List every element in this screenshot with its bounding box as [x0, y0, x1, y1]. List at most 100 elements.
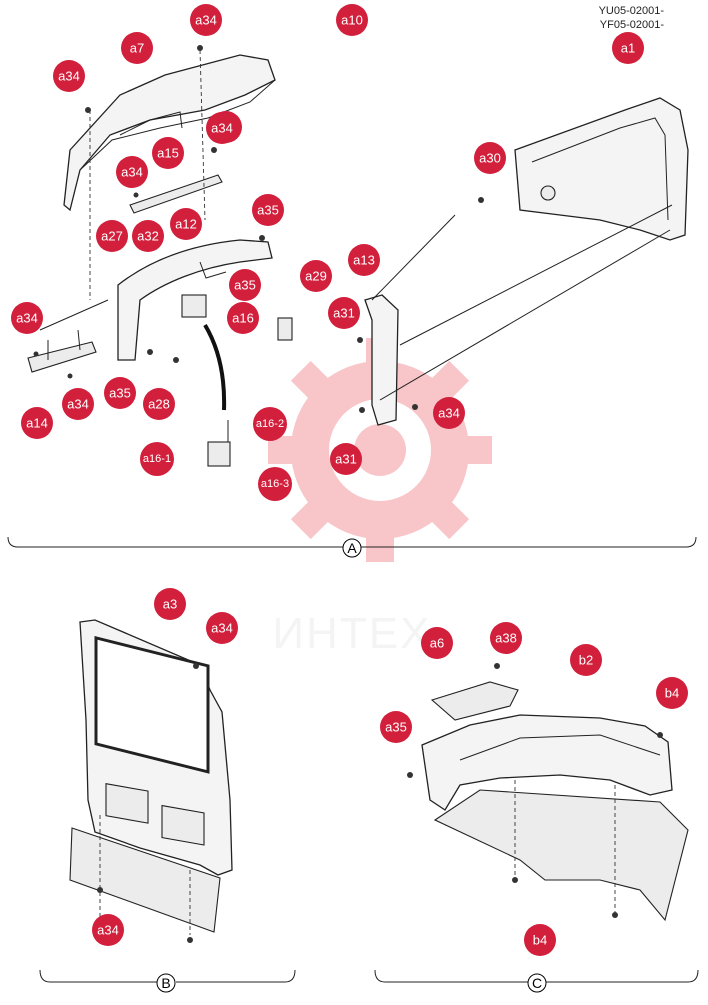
callout-label: a3	[163, 597, 177, 612]
callout-badge	[490, 622, 522, 654]
part-bracket-a6	[430, 681, 519, 721]
callout-label: a35	[234, 278, 256, 293]
callout-badge	[421, 627, 453, 659]
part-plate-a16-1	[207, 441, 231, 467]
section-a-marker	[342, 538, 362, 558]
watermark-text: ИНТЕХ	[273, 609, 432, 658]
callout-a14: a14	[21, 407, 53, 439]
model-code-1: YU05-02001-	[598, 5, 664, 17]
callout-badge	[258, 467, 292, 501]
callout-badge	[62, 388, 94, 420]
callout-badge	[190, 4, 222, 36]
section-c-bracket: C	[374, 969, 699, 993]
callout-badge	[96, 220, 128, 252]
callout-label: a13	[353, 253, 375, 268]
callout-a34: a34	[206, 112, 238, 144]
model-code-2: YF05-02001-	[599, 19, 664, 31]
callout-b4: b4	[524, 924, 556, 956]
callout-a16-3: a16-3	[258, 467, 292, 501]
callout-a31: a31	[330, 443, 362, 475]
callout-a7: a7	[121, 32, 153, 64]
callout-badge	[380, 711, 412, 743]
callout-label: a34	[16, 311, 38, 326]
callout-a29: a29	[300, 260, 332, 292]
callout-label: a34	[67, 397, 89, 412]
callout-badge	[524, 924, 556, 956]
callout-label: a32	[137, 229, 159, 244]
callout-label: a34	[121, 165, 143, 180]
callout-badge	[116, 156, 148, 188]
callout-a34: a34	[116, 156, 148, 188]
section-a-letter: A	[347, 540, 357, 556]
callout-badge	[656, 677, 688, 709]
callout-a31: a31	[328, 297, 360, 329]
callout-a32: a32	[132, 220, 164, 252]
callout-label: a38	[495, 631, 517, 646]
callout-a3: a3	[154, 588, 186, 620]
callout-label: a14	[26, 416, 48, 431]
callout-label: a1	[621, 41, 635, 56]
callout-badge	[336, 4, 368, 36]
callout-a16-2: a16-2	[253, 407, 287, 441]
callout-a1: a1	[612, 32, 644, 64]
callout-label: a28	[148, 397, 170, 412]
callout-a34: a34	[62, 388, 94, 420]
callout-a34: a34	[433, 397, 465, 429]
part-rear-frame	[117, 239, 273, 361]
callout-a10: a10	[336, 4, 368, 36]
callout-label: a12	[175, 217, 197, 232]
callout-label: a27	[101, 229, 123, 244]
callout-badge	[152, 137, 184, 169]
callout-label: b4	[533, 933, 547, 948]
part-bracket-a14	[27, 341, 97, 373]
callout-label: a34	[211, 621, 233, 636]
callout-badge	[474, 142, 506, 174]
callout-badge	[206, 112, 238, 144]
part-latch-a16	[181, 294, 207, 318]
callout-label: a34	[438, 406, 460, 421]
callout-label: a6	[430, 636, 444, 651]
section-a-parts	[27, 42, 689, 467]
callout-badge	[229, 269, 261, 301]
callout-a38: a38	[490, 622, 522, 654]
callout-a27: a27	[96, 220, 128, 252]
section-b-marker	[156, 973, 176, 993]
callout-badge	[433, 397, 465, 429]
callout-label: a29	[305, 269, 327, 284]
callout-layer: a34a7a34a10a1a34a15a34a34a30a35a27a32a12…	[11, 4, 688, 956]
callout-a34: a34	[53, 60, 85, 92]
callout-label: a35	[257, 203, 279, 218]
callout-badge	[348, 244, 380, 276]
callout-label: a16-1	[143, 453, 171, 465]
callout-a16: a16	[227, 302, 259, 334]
part-rollbar-foot	[277, 317, 293, 341]
callout-a35: a35	[380, 711, 412, 743]
section-c-letter: C	[532, 975, 542, 991]
callout-a34: a34	[92, 914, 124, 946]
callout-badge	[121, 32, 153, 64]
section-b-parts	[69, 619, 233, 943]
callout-badge	[140, 442, 174, 476]
callout-label: a34	[195, 13, 217, 28]
part-fender	[421, 714, 673, 811]
callout-badge	[227, 302, 259, 334]
callout-label: a16-3	[261, 478, 289, 490]
callout-label: a16-2	[256, 418, 284, 430]
callout-label: a16	[232, 311, 254, 326]
callout-b4: b4	[656, 677, 688, 709]
callout-label: a31	[333, 306, 355, 321]
part-side-window	[94, 636, 210, 774]
callout-badge	[104, 377, 136, 409]
callout-badge	[11, 302, 43, 334]
callout-label: a10	[341, 13, 363, 28]
callout-badge	[132, 220, 164, 252]
callout-a16-1: a16-1	[140, 442, 174, 476]
callout-label: a7	[130, 41, 144, 56]
callout-a34: a34	[11, 302, 43, 334]
callout-badge	[154, 588, 186, 620]
callout-label: b2	[579, 653, 593, 668]
callout-a30: a30	[474, 142, 506, 174]
callout-badge	[170, 208, 202, 240]
callout-badge	[612, 32, 644, 64]
